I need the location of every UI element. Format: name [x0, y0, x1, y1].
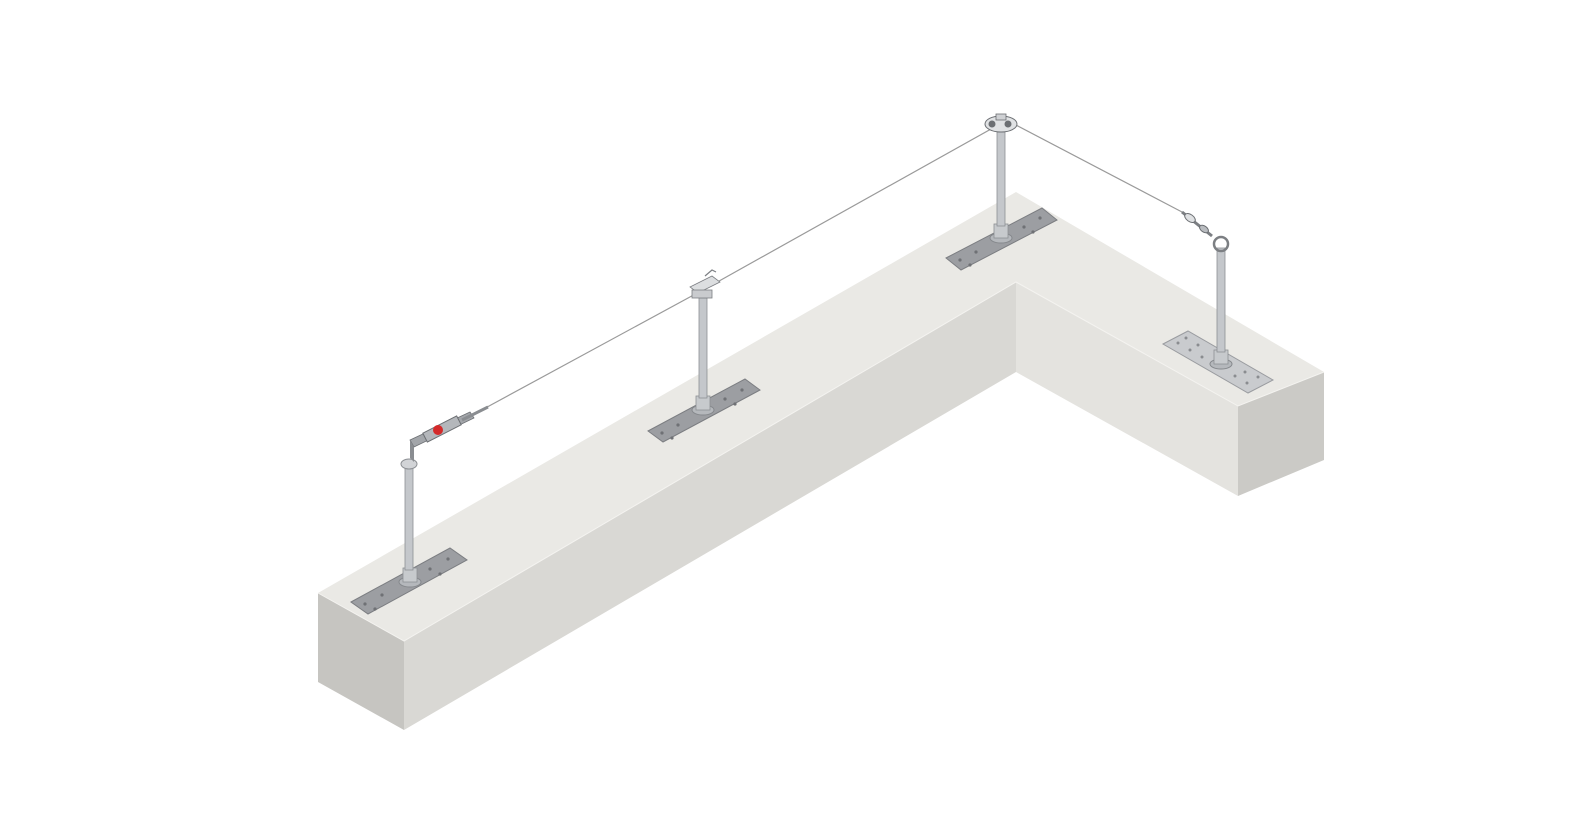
lifeline-cable	[477, 123, 1183, 413]
block-top-surface	[318, 192, 1324, 641]
post	[404, 465, 414, 571]
anchor-intermediate	[647, 269, 761, 443]
concrete-l-block	[317, 192, 1325, 730]
post	[698, 297, 708, 399]
anchor-corner	[945, 113, 1058, 271]
block-inner-face	[1016, 282, 1238, 496]
shock-absorber	[1181, 210, 1213, 238]
anchor-end-right	[1161, 210, 1275, 394]
block-right-end-face	[1238, 372, 1324, 496]
anchor-end-left	[350, 405, 489, 615]
block-edges	[317, 281, 1325, 642]
post	[996, 131, 1006, 227]
block-left-end-face	[318, 593, 404, 730]
block-front-face	[404, 282, 1016, 730]
tensioner-red-marker	[433, 425, 443, 435]
post	[1216, 247, 1226, 353]
